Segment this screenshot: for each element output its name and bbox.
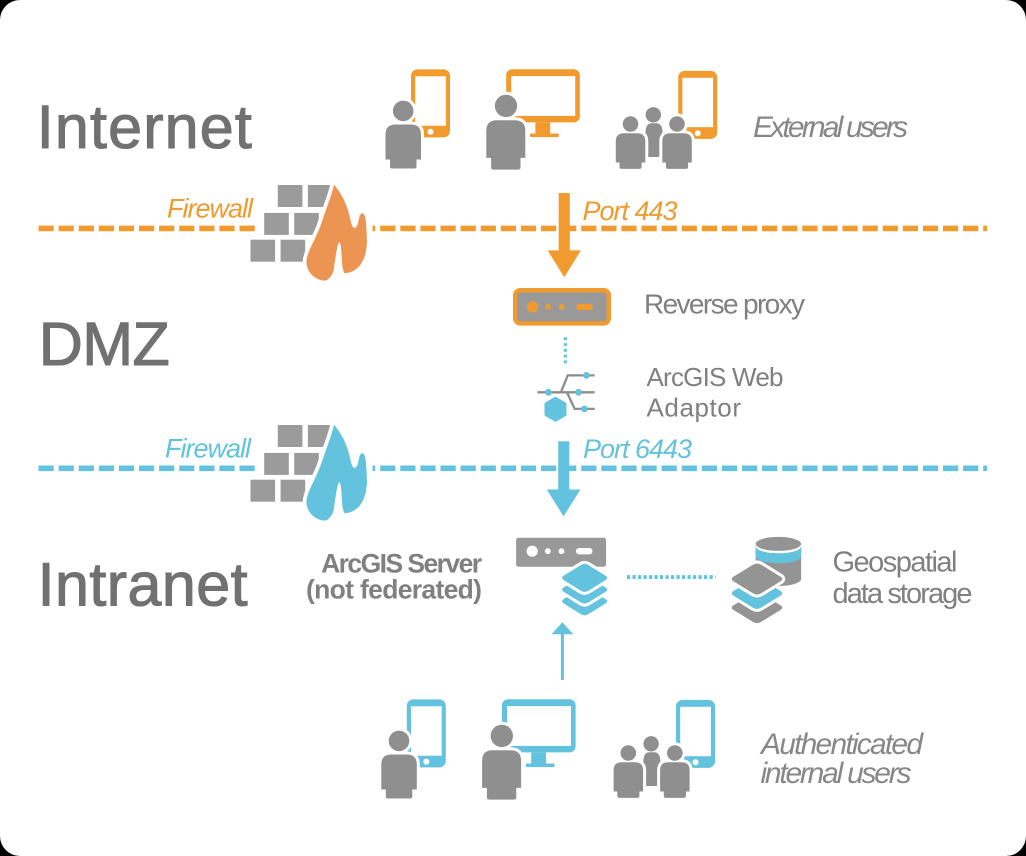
svg-text:DMZ: DMZ xyxy=(39,310,170,378)
svg-text:ArcGIS Server: ArcGIS Server xyxy=(321,549,482,579)
svg-text:(not federated): (not federated) xyxy=(306,574,482,604)
svg-text:Intranet: Intranet xyxy=(38,550,248,618)
svg-text:Port 6443: Port 6443 xyxy=(583,434,692,464)
svg-text:Firewall: Firewall xyxy=(165,433,252,463)
svg-text:data storage: data storage xyxy=(833,578,973,610)
svg-text:Port 443: Port 443 xyxy=(583,196,678,226)
svg-text:Firewall: Firewall xyxy=(167,193,254,223)
svg-text:Reverse proxy: Reverse proxy xyxy=(644,289,805,320)
svg-text:Adaptor: Adaptor xyxy=(647,393,742,423)
svg-text:Authenticated: Authenticated xyxy=(759,728,924,761)
svg-text:Geospatial: Geospatial xyxy=(833,547,958,579)
svg-text:Internet: Internet xyxy=(37,93,252,161)
svg-text:External users: External users xyxy=(753,111,908,144)
svg-text:ArcGIS Web: ArcGIS Web xyxy=(647,362,784,392)
svg-text:internal users: internal users xyxy=(761,757,912,790)
